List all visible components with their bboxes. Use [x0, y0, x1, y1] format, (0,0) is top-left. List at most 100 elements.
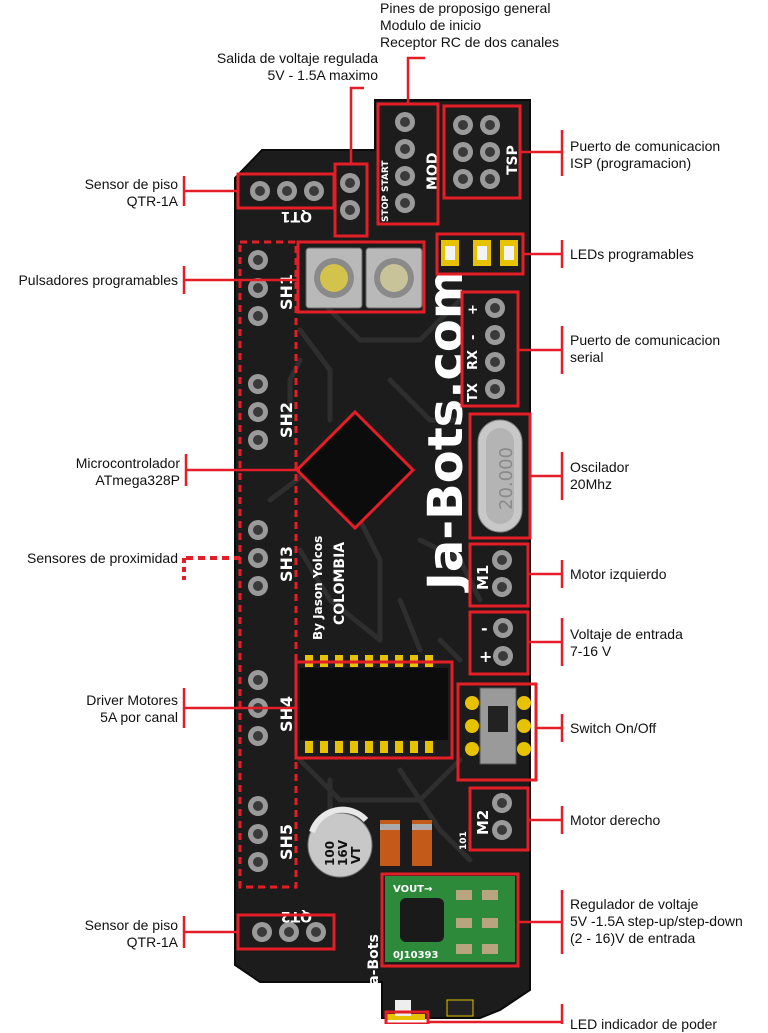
- label-pines-line-2: Modulo de inicio: [380, 17, 482, 33]
- vin-header: [493, 618, 513, 666]
- label-vin-line-2: 7-16 V: [570, 643, 612, 659]
- pushbuttons: [305, 247, 423, 309]
- country-text: COLOMBIA: [332, 542, 348, 625]
- cap-line-2: 16V: [336, 839, 350, 866]
- box-power-led: [384, 1010, 430, 1024]
- qt1-text: QT1: [281, 208, 312, 224]
- label-oscilador-line-2: 20Mhz: [570, 476, 613, 492]
- oscillator: [477, 419, 523, 533]
- vout-header: [340, 173, 360, 220]
- label-led-poder-line-1: LED indicador de poder: [570, 1016, 718, 1032]
- label-regulador: Regulador de voltaje 5V -1.5A step-up/st…: [570, 896, 743, 947]
- label-microcontrolador: Microcontrolador ATmega328P: [76, 455, 180, 489]
- sh4-text: SH4: [277, 696, 296, 732]
- m2-text: M2: [474, 810, 492, 835]
- brand-small-text: Ja-Bots: [366, 934, 382, 991]
- capacitor: [307, 806, 373, 878]
- sh-headers: [248, 250, 268, 872]
- microcontroller-chip: [294, 409, 416, 531]
- label-m2-line-1: Motor derecho: [570, 812, 661, 828]
- label-motor-derecho: Motor derecho: [570, 812, 660, 829]
- sh1-text: SH1: [277, 274, 296, 310]
- label-sensor-bottom-line-1: Sensor de piso: [84, 917, 178, 933]
- label-regulador-line-2: 5V -1.5A step-up/step-down: [570, 913, 743, 929]
- cap-line-3: VT: [349, 846, 363, 864]
- brand-text: Ja-Bots.com: [418, 269, 474, 593]
- byline-text: By Jason Yolcos: [311, 536, 325, 640]
- sh3-text: SH3: [277, 546, 296, 582]
- label-pulsadores-line-1: Pulsadores programables: [18, 272, 178, 288]
- label-sensor-piso-top: Sensor de piso QTR-1A: [85, 176, 178, 210]
- silk-labels: Ja-Bots.com By Jason Yolcos COLOMBIA Ja-…: [277, 145, 521, 991]
- label-leds-programables: LEDs programables: [570, 246, 694, 263]
- label-proximidad-line-1: Sensores de proximidad: [27, 550, 178, 566]
- sh2-text: SH2: [277, 402, 296, 438]
- qt1-header: [250, 181, 324, 201]
- label-pines-line-1: Pines de proposigo general: [380, 0, 551, 16]
- regulator-code-text: 0J10393: [393, 950, 439, 961]
- label-switch: Switch On/Off: [570, 720, 656, 737]
- resistor-text: 101: [459, 831, 469, 850]
- label-isp-line-2: ISP (programacion): [570, 155, 692, 171]
- vin-plus-text: +: [479, 647, 492, 666]
- vin-minus-text: -: [481, 619, 488, 638]
- label-pines-proposito: Pines de proposigo general Modulo de ini…: [380, 0, 559, 51]
- label-led-poder: LED indicador de poder: [570, 1016, 717, 1033]
- label-puerto-serial: Puerto de comunicacion serial: [570, 332, 720, 366]
- label-leds-line-1: LEDs programables: [570, 246, 694, 262]
- leds: [441, 240, 518, 266]
- mod-header: [395, 112, 415, 213]
- m1-header: [492, 550, 512, 597]
- label-oscilador: Oscilador 20Mhz: [570, 459, 629, 493]
- oscillator-text: 20.000: [496, 447, 517, 510]
- regulator-vout-text: VOUT→: [393, 884, 432, 895]
- serial-plus-text: +: [466, 304, 481, 315]
- label-pulsadores: Pulsadores programables: [18, 272, 178, 289]
- voltage-regulator-module: [385, 876, 515, 962]
- m2-header: [492, 793, 512, 840]
- label-micro-line-2: ATmega328P: [95, 472, 180, 488]
- label-serial-line-1: Puerto de comunicacion: [570, 332, 721, 348]
- label-pines-line-3: Receptor RC de dos canales: [380, 34, 559, 50]
- label-m1-line-1: Motor izquierdo: [570, 566, 667, 582]
- label-regulador-line-3: (2 - 16)V de entrada: [570, 930, 696, 946]
- m1-text: M1: [474, 565, 492, 590]
- label-driver-line-1: Driver Motores: [86, 692, 178, 708]
- label-salida-line-2: 5V - 1.5A maximo: [267, 67, 379, 83]
- label-salida-voltaje: Salida de voltaje regulada 5V - 1.5A max…: [217, 50, 378, 84]
- label-isp-line-1: Puerto de comunicacion: [570, 138, 721, 154]
- qt2-header: [252, 922, 326, 942]
- pin-headers: [248, 112, 513, 942]
- label-sensor-bottom-line-2: QTR-1A: [126, 934, 178, 950]
- label-sensor-top-line-1: Sensor de piso: [84, 176, 178, 192]
- label-micro-line-1: Microcontrolador: [75, 455, 180, 471]
- motor-driver-chip: [300, 655, 448, 753]
- label-voltaje-entrada: Voltaje de entrada 7-16 V: [570, 626, 683, 660]
- label-sensor-top-line-2: QTR-1A: [126, 193, 178, 209]
- rx-text: RX: [466, 350, 481, 370]
- sh5-text: SH5: [277, 824, 296, 860]
- tx-text: TX: [466, 383, 481, 402]
- label-oscilador-line-1: Oscilador: [570, 459, 630, 475]
- box-switch: [456, 682, 538, 782]
- box-driver: [294, 660, 454, 760]
- serial-header: [485, 298, 505, 399]
- leader-ticks: [182, 130, 564, 1024]
- label-vin-line-1: Voltaje de entrada: [570, 626, 683, 642]
- label-driver-motores: Driver Motores 5A por canal: [86, 692, 178, 726]
- label-switch-line-1: Switch On/Off: [570, 720, 657, 736]
- isp-header: [453, 115, 500, 189]
- serial-minus-text: -: [466, 335, 481, 340]
- box-regulator: [380, 872, 520, 968]
- leader-lines: [182, 56, 562, 1024]
- label-motor-izquierdo: Motor izquierdo: [570, 566, 667, 583]
- label-sensores-proximidad: Sensores de proximidad: [27, 550, 178, 567]
- box-pushbuttons: [296, 240, 426, 314]
- power-switch: [465, 687, 531, 765]
- tsp-text: TSP: [505, 145, 521, 175]
- label-sensor-piso-bottom: Sensor de piso QTR-1A: [85, 917, 178, 951]
- cap-line-1: 100: [323, 841, 337, 866]
- stop-start-text: STOP START: [381, 160, 391, 222]
- label-salida-line-1: Salida de voltaje regulada: [216, 50, 378, 66]
